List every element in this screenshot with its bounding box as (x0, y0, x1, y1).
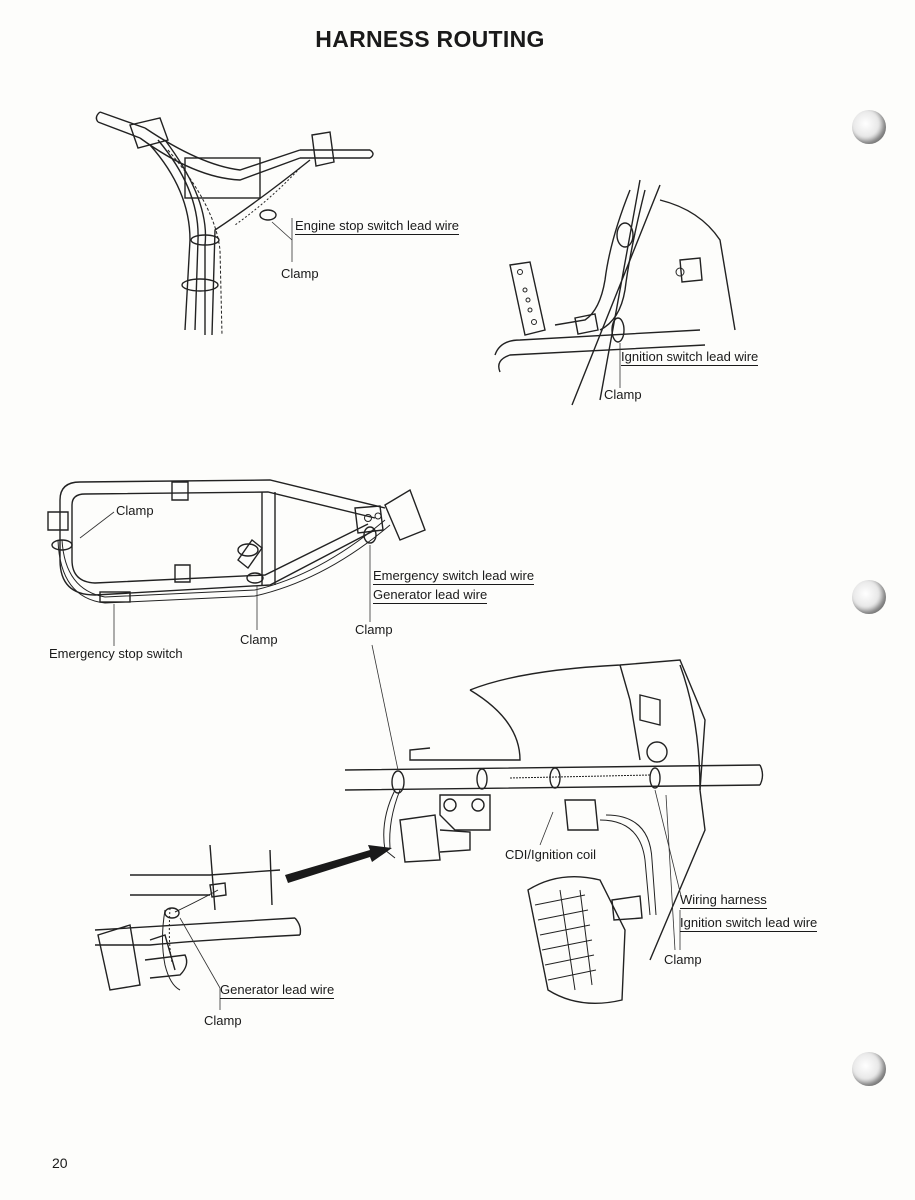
page-number: 20 (52, 1155, 68, 1171)
handlebar-diagram (95, 111, 374, 336)
detail-arrow (285, 845, 392, 883)
generator-detail-diagram (94, 844, 302, 1010)
clamp-label: Clamp (355, 622, 393, 637)
frame-diagram (47, 479, 426, 646)
ignition-switch-lead-wire-label: Ignition switch lead wire (621, 349, 759, 366)
binder-hole (852, 1052, 886, 1086)
clamp-label: Clamp (281, 266, 319, 281)
binder-hole (852, 110, 886, 144)
clamp-label: Clamp (240, 632, 278, 647)
ignition-switch-lead-wire-label: Ignition switch lead wire (680, 915, 818, 932)
clamp-label: Clamp (116, 503, 154, 518)
binder-hole (852, 580, 886, 614)
generator-lead-wire-label: Generator lead wire (220, 982, 335, 999)
engine-stop-switch-lead-wire-label: Engine stop switch lead wire (295, 218, 460, 235)
clamp-label: Clamp (204, 1013, 242, 1028)
clamp-label: Clamp (664, 952, 702, 967)
ignition-diagram (494, 179, 736, 406)
clamp-label: Clamp (604, 387, 642, 402)
cdi-ignition-coil-label: CDI/Ignition coil (505, 847, 597, 862)
emergency-stop-switch-label: Emergency stop switch (49, 646, 183, 661)
engine-cdi-diagram (344, 644, 764, 1005)
emergency-switch-lead-wire-label: Emergency switch lead wire (373, 568, 535, 585)
wiring-harness-label: Wiring harness (680, 892, 767, 909)
page-title: HARNESS ROUTING (315, 26, 545, 52)
generator-lead-wire-label: Generator lead wire (373, 587, 488, 604)
